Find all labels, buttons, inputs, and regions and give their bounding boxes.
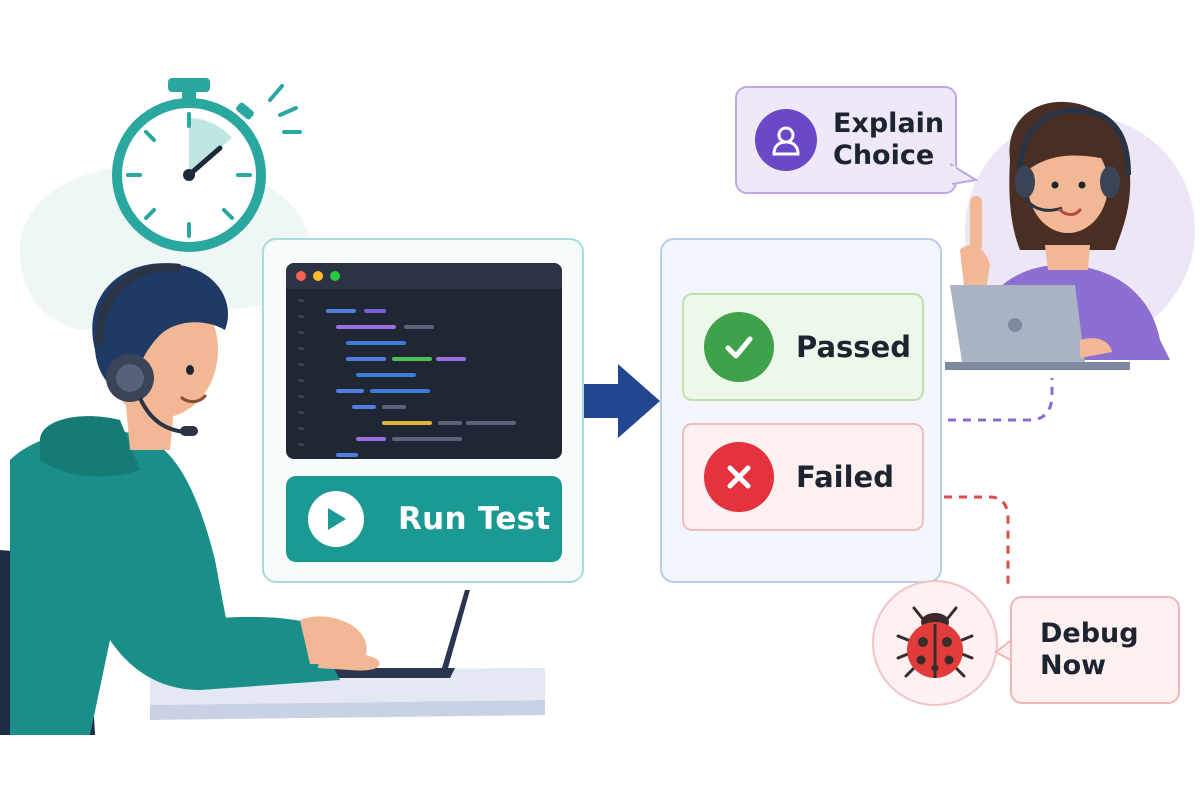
maximize-dot-icon — [330, 271, 340, 281]
x-icon — [704, 442, 774, 512]
failed-label: Failed — [796, 460, 894, 494]
result-failed: Failed — [682, 423, 924, 531]
window-titlebar — [286, 263, 562, 289]
code-editor-window — [286, 263, 562, 459]
close-dot-icon — [296, 271, 306, 281]
explain-choice-text: Explain Choice — [833, 108, 944, 172]
choice-line: Choice — [833, 140, 935, 171]
flow-arrow — [576, 364, 660, 438]
candidate-person — [10, 263, 380, 735]
explain-choice-bubble: Explain Choice — [735, 86, 957, 194]
connector-purple — [948, 378, 1054, 422]
user-icon — [755, 109, 817, 171]
explain-line: Explain — [833, 108, 945, 139]
connector-red — [944, 495, 1010, 590]
check-icon — [704, 312, 774, 382]
minimize-dot-icon — [313, 271, 323, 281]
candidate-laptop — [300, 590, 470, 678]
debug-now-bubble: Debug Now — [1010, 596, 1180, 704]
code-lines — [298, 299, 516, 457]
ladybug-icon — [896, 606, 974, 678]
result-passed: Passed — [682, 293, 924, 401]
stopwatch-icon — [112, 78, 302, 252]
run-test-button[interactable]: Run Test — [286, 476, 562, 562]
results-panel-card — [660, 238, 942, 583]
run-test-label: Run Test — [398, 501, 551, 537]
interviewer-person — [945, 101, 1170, 370]
passed-label: Passed — [796, 330, 911, 364]
now-line: Now — [1040, 650, 1107, 681]
play-icon — [308, 491, 364, 547]
debug-line: Debug — [1040, 618, 1139, 649]
bubble-tail — [950, 163, 979, 185]
debug-now-text: Debug Now — [1040, 618, 1139, 682]
